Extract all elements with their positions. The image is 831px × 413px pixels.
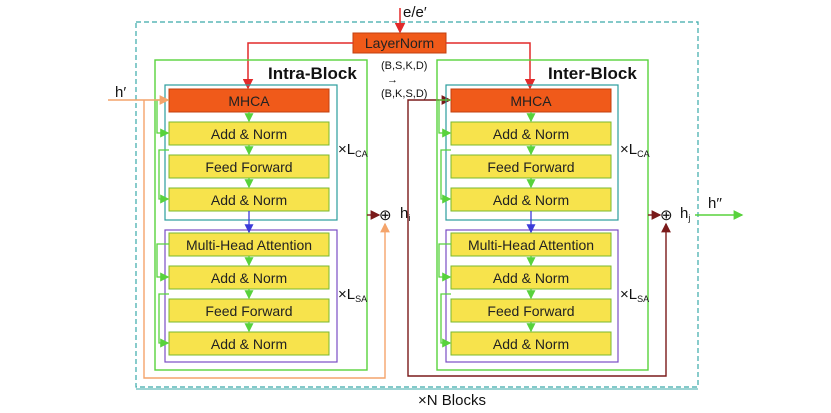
top-input-label: e/e′ bbox=[403, 4, 427, 21]
inter-ca-addnorm2-label: Add & Norm bbox=[493, 192, 569, 208]
intra-ca-feedforward-label: Feed Forward bbox=[205, 159, 292, 175]
inter-flow-arrows bbox=[438, 99, 536, 348]
inter-sa-feedforward-label: Feed Forward bbox=[487, 303, 574, 319]
inter-hidden-label: hj bbox=[680, 205, 690, 223]
n-blocks-label: ×N Blocks bbox=[418, 392, 486, 409]
reshape-from: (B,S,K,D) bbox=[381, 60, 427, 72]
inter-block-title: Inter-Block bbox=[548, 64, 637, 83]
intra-ca-frame bbox=[164, 84, 338, 221]
inter-mhca-label: MHCA bbox=[510, 93, 552, 109]
hi-residual bbox=[407, 215, 671, 377]
intra-block-title: Intra-Block bbox=[268, 64, 357, 83]
inter-ca-feedforward-label: Feed Forward bbox=[487, 159, 574, 175]
inter-ca-addnorm1-label: Add & Norm bbox=[493, 126, 569, 142]
inter-sum-node: ⊕ bbox=[660, 207, 673, 224]
reshape-arrow: → bbox=[387, 74, 398, 86]
left-input-residual bbox=[143, 100, 390, 379]
hi-to-inter-mhca bbox=[407, 95, 452, 215]
right-output-label: h′′ bbox=[708, 195, 722, 212]
inter-sa-addnorm1-label: Add & Norm bbox=[493, 270, 569, 286]
intra-mhca-label: MHCA bbox=[228, 93, 270, 109]
intra-ca-addnorm2-label: Add & Norm bbox=[211, 192, 287, 208]
intra-sa-addnorm2-label: Add & Norm bbox=[211, 336, 287, 352]
intra-ca-repeat: ×LCA bbox=[338, 141, 368, 159]
inter-ca-frame bbox=[445, 84, 619, 221]
intra-mha-label: Multi-Head Attention bbox=[186, 237, 312, 253]
inter-sa-addnorm2-label: Add & Norm bbox=[493, 336, 569, 352]
layernorm-to-intra-mhca bbox=[242, 42, 353, 90]
reshape-to: (B,K,S,D) bbox=[381, 88, 427, 100]
intra-sa-feedforward-label: Feed Forward bbox=[205, 303, 292, 319]
inter-mha-label: Multi-Head Attention bbox=[468, 237, 594, 253]
inter-sa-repeat: ×LSA bbox=[620, 286, 649, 304]
intra-ca-addnorm1-label: Add & Norm bbox=[211, 126, 287, 142]
layernorm-label: LayerNorm bbox=[365, 35, 434, 51]
inter-ca-repeat: ×LCA bbox=[620, 141, 650, 159]
left-input-label: h′ bbox=[115, 84, 126, 101]
intra-sa-repeat: ×LSA bbox=[338, 286, 367, 304]
intra-hidden-label: hi bbox=[400, 205, 410, 223]
intra-sa-addnorm1-label: Add & Norm bbox=[211, 270, 287, 286]
n-blocks-boundary bbox=[135, 21, 699, 388]
layernorm-to-inter-mhca bbox=[446, 42, 536, 90]
intra-sum-node: ⊕ bbox=[379, 207, 392, 224]
